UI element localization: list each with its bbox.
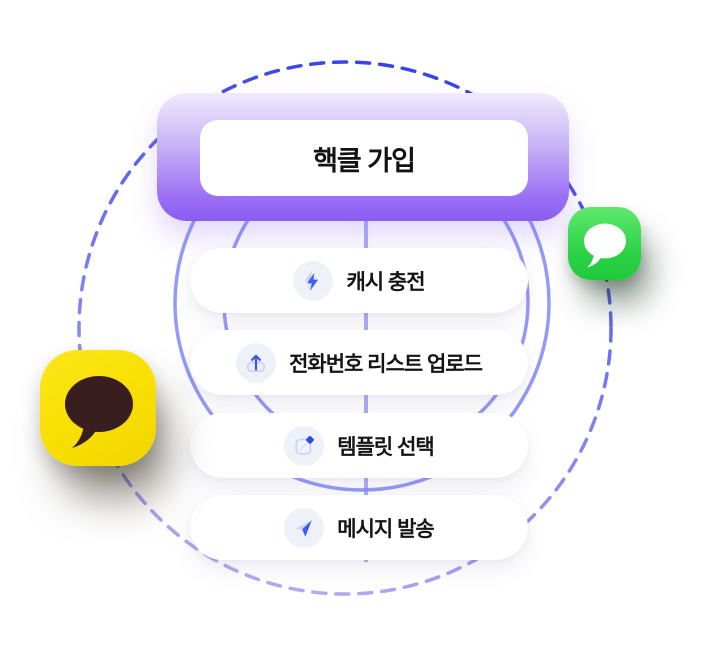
kakaotalk-icon [40, 350, 156, 466]
step-select-template: 템플릿 선택 [190, 413, 528, 478]
step-upload-phone-list: 전화번호 리스트 업로드 [190, 330, 528, 395]
template-icon [284, 425, 325, 466]
imessage-icon [568, 207, 641, 280]
step-label: 메시지 발송 [337, 517, 434, 541]
signup-header-label: 핵클 가입 [313, 145, 416, 176]
imessage-speech-bubble [584, 223, 626, 268]
step-send-message: 메시지 발송 [190, 495, 528, 560]
dashed-orbit-circle [77, 60, 613, 596]
step-label: 캐시 충전 [346, 270, 425, 294]
lightning-icon [293, 260, 334, 301]
kakao-speech-bubble [65, 376, 133, 448]
step-cash-charge: 캐시 충전 [190, 248, 528, 313]
signup-header-inner: 핵클 가입 [200, 120, 528, 196]
step-label: 템플릿 선택 [337, 435, 434, 459]
send-icon [284, 507, 325, 548]
upload-icon [236, 342, 277, 383]
signup-header-card: 핵클 가입 [157, 93, 569, 221]
step-label: 전화번호 리스트 업로드 [289, 352, 483, 376]
